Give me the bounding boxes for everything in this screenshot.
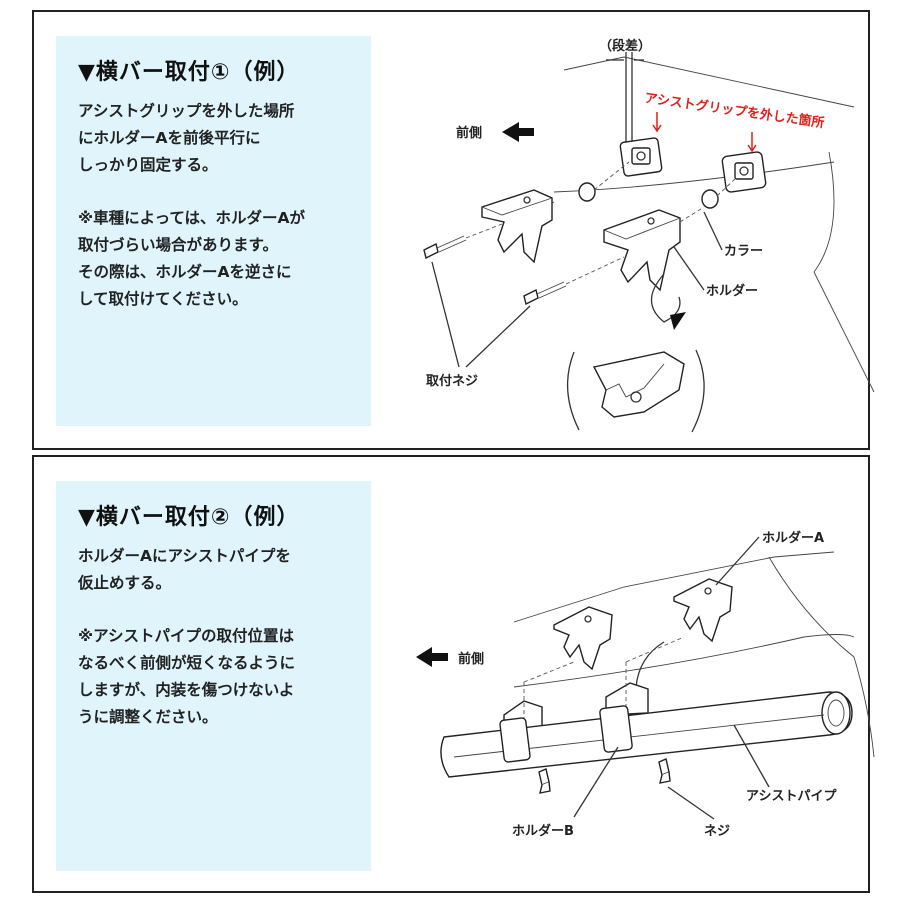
note-text-2: ※アシストパイプの取付位置は なるべく前側が短くなるように しますが、内装を傷つ… <box>78 627 296 726</box>
label-assist-pipe: アシストパイプ <box>746 789 837 804</box>
label-collar: カラー <box>724 244 763 259</box>
label-screw-2: ネジ <box>704 824 730 839</box>
instruction-box-2: ▼横バー取付②（例） ホルダーAにアシストパイプを 仮止めする。 ※アシストパイ… <box>56 481 371 871</box>
instruction-text-1: アシストグリップを外した場所 にホルダーAを前後平行に しっかり固定する。 <box>78 102 295 174</box>
label-front-1: 前側 <box>456 125 482 141</box>
label-screw-1: 取付ネジ <box>426 373 478 389</box>
label-step: （段差） <box>599 38 651 54</box>
holder-install-diagram: （段差） アシストグリップを外した箇所 前側 <box>423 38 875 433</box>
heading-step-1: ▼横バー取付①（例） <box>78 60 300 85</box>
note-text-1: ※車種によっては、ホルダーAが 取付づらい場合があります。 その際は、ホルダーA… <box>78 209 306 308</box>
label-holder-b: ホルダーB <box>512 823 574 839</box>
label-front-2: 前側 <box>458 651 484 667</box>
panel-holder-a-install: ▼横バー取付①（例） アシストグリップを外した場所 にホルダーAを前後平行に し… <box>32 10 875 450</box>
label-holder: ホルダー <box>706 283 758 299</box>
label-holder-a: ホルダーA <box>762 530 824 546</box>
instruction-text-2: ホルダーAにアシストパイプを 仮止めする。 <box>78 547 291 592</box>
label-grip-removed: アシストグリップを外した箇所 <box>643 90 825 131</box>
panel-assist-pipe-install: ▼横バー取付②（例） ホルダーAにアシストパイプを 仮止めする。 ※アシストパイ… <box>32 455 875 893</box>
heading-step-2: ▼横バー取付②（例） <box>78 505 300 530</box>
pipe-install-diagram: 前側 ホルダーA ホルダーB <box>416 530 875 839</box>
instruction-box-1: ▼横バー取付①（例） アシストグリップを外した場所 にホルダーAを前後平行に し… <box>56 36 371 426</box>
